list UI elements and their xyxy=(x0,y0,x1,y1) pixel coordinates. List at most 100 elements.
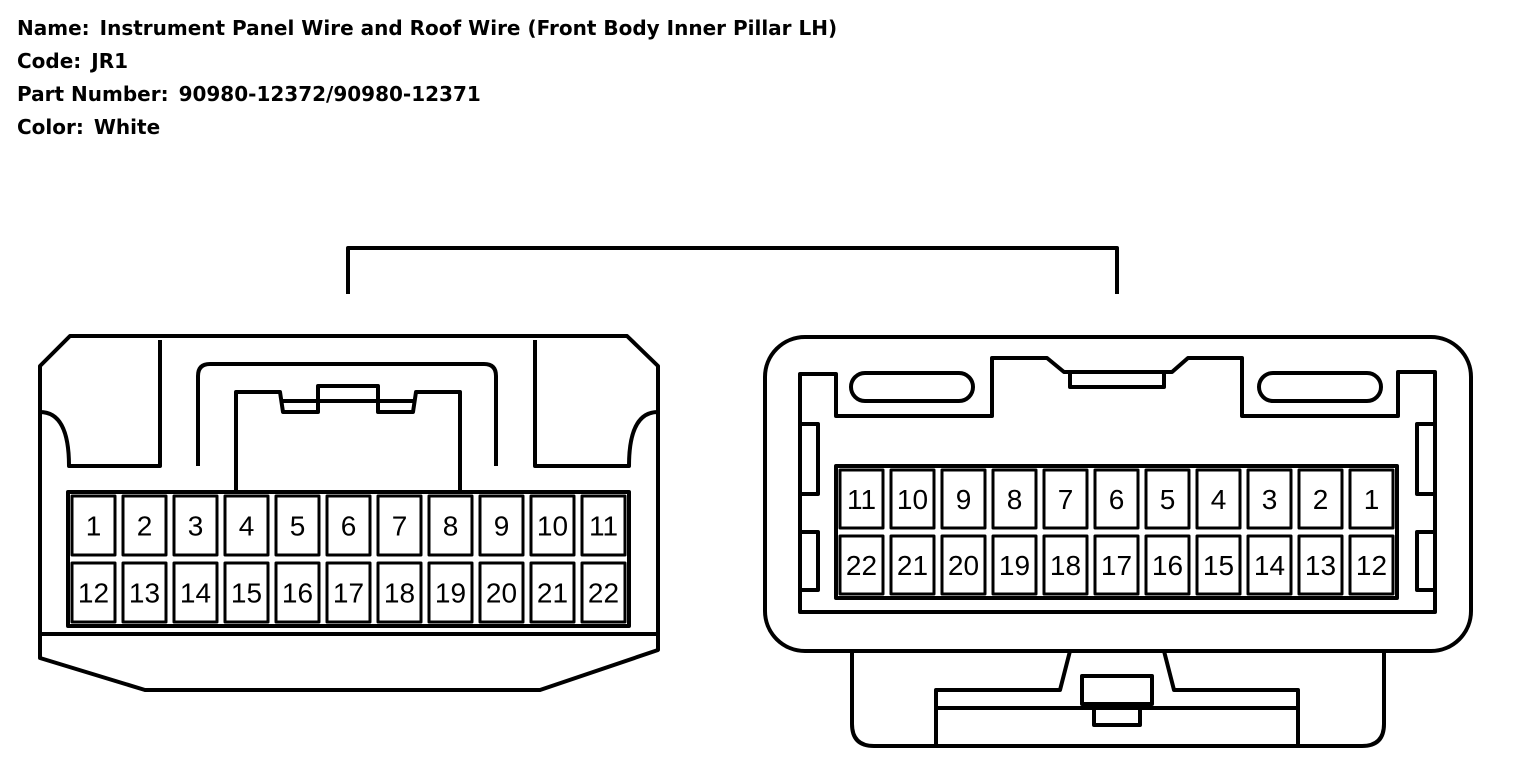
code-line: Code: JR1 xyxy=(17,45,837,78)
pin-number: 19 xyxy=(435,578,466,609)
pin-number: 18 xyxy=(1050,550,1081,581)
pin-number: 8 xyxy=(443,511,459,542)
pin-cell xyxy=(121,561,168,624)
pin-number: 20 xyxy=(486,578,517,609)
pin-number: 3 xyxy=(188,511,204,542)
pin-number: 6 xyxy=(1109,484,1125,515)
right-connector-housing-skirt xyxy=(850,651,1386,748)
right-connector-lock-tab xyxy=(1080,674,1154,706)
right-connector-lock-frame xyxy=(934,650,1300,746)
pin-number: 4 xyxy=(239,511,255,542)
name-value: Instrument Panel Wire and Roof Wire (Fro… xyxy=(99,16,838,40)
pin-cell xyxy=(1246,534,1293,596)
pin-cell xyxy=(991,534,1038,596)
pin-cell xyxy=(1297,534,1344,596)
pin-cell xyxy=(1297,468,1344,530)
pin-number: 9 xyxy=(956,484,972,515)
pin-cell xyxy=(529,561,576,624)
pin-number: 16 xyxy=(1152,550,1183,581)
pin-cell xyxy=(1093,534,1140,596)
part-number-line: Part Number:90980-12372/90980-12371 xyxy=(17,78,837,111)
pin-cell xyxy=(580,561,627,624)
pin-cell xyxy=(1246,468,1293,530)
pin-number: 11 xyxy=(589,511,618,542)
pin-cell xyxy=(223,561,270,624)
pin-cell xyxy=(940,468,987,530)
pin-number: 5 xyxy=(290,511,306,542)
pin-number: 3 xyxy=(1262,484,1278,515)
pin-number: 10 xyxy=(537,511,568,542)
pin-number: 12 xyxy=(1356,550,1387,581)
right-connector-guide-right-top xyxy=(1415,422,1437,496)
right-connector-slot-left xyxy=(849,371,975,403)
pin-number: 2 xyxy=(137,511,153,542)
pin-cell xyxy=(223,494,270,557)
pin-number: 2 xyxy=(1313,484,1329,515)
pin-cell xyxy=(838,468,885,530)
pin-number: 15 xyxy=(231,578,262,609)
code-label: Code: xyxy=(17,49,82,73)
pin-cell xyxy=(274,494,321,557)
pin-cell xyxy=(1144,534,1191,596)
pin-number: 20 xyxy=(948,550,979,581)
connector-info: Name: Instrument Panel Wire and Roof Wire… xyxy=(17,12,837,144)
right-connector-body xyxy=(763,335,1473,653)
right-connector-guide-right-bottom xyxy=(1415,530,1437,592)
pin-cell xyxy=(1144,468,1191,530)
pin-number: 21 xyxy=(537,578,568,609)
color-label: Color: xyxy=(17,115,84,139)
pin-cell xyxy=(991,468,1038,530)
pin-number: 1 xyxy=(1364,484,1380,515)
right-connector-guide-left-bottom xyxy=(798,530,820,592)
pin-cell xyxy=(940,534,987,596)
pin-cell xyxy=(889,468,936,530)
pin-cell xyxy=(478,561,525,624)
color-line: Color:White xyxy=(17,111,837,144)
pin-cell xyxy=(172,561,219,624)
pin-number: 22 xyxy=(588,578,619,609)
right-connector-latch xyxy=(1068,372,1166,389)
part-number-label: Part Number: xyxy=(17,82,169,106)
pin-cell xyxy=(121,494,168,557)
pin-cell xyxy=(1042,534,1089,596)
pin-number: 7 xyxy=(392,511,408,542)
name-line: Name: Instrument Panel Wire and Roof Wire… xyxy=(17,12,837,45)
pin-number: 8 xyxy=(1007,484,1023,515)
right-connector-slot-right xyxy=(1257,371,1383,403)
pin-cell xyxy=(580,494,627,557)
pin-number: 18 xyxy=(384,578,415,609)
pin-number: 13 xyxy=(1305,550,1336,581)
pin-cell xyxy=(427,561,474,624)
pin-number: 10 xyxy=(897,484,928,515)
pin-number: 5 xyxy=(1160,484,1176,515)
pin-cell xyxy=(1348,534,1395,596)
pin-cell xyxy=(1042,468,1089,530)
pin-number: 14 xyxy=(180,578,211,609)
pin-number: 13 xyxy=(129,578,160,609)
pin-cell xyxy=(325,561,372,624)
pin-number: 1 xyxy=(86,511,102,542)
pin-number: 22 xyxy=(846,550,877,581)
left-connector-pin-grid xyxy=(66,490,631,628)
pin-cell xyxy=(1093,468,1140,530)
right-connector-guide-left-top xyxy=(798,422,820,496)
pin-cell xyxy=(529,494,576,557)
pin-cell xyxy=(1348,468,1395,530)
pin-number: 21 xyxy=(897,550,928,581)
pin-number: 12 xyxy=(78,578,109,609)
pin-cell xyxy=(376,561,423,624)
left-connector-lock-arch xyxy=(196,362,498,466)
code-value: JR1 xyxy=(91,49,129,73)
name-label: Name: xyxy=(17,16,90,40)
pin-number: 17 xyxy=(333,578,364,609)
right-connector-lock-tab-lower xyxy=(1092,702,1142,727)
left-connector-side-notch-left xyxy=(39,340,162,468)
pin-cell xyxy=(1195,534,1242,596)
pin-cell xyxy=(376,494,423,557)
pin-cell xyxy=(1195,468,1242,530)
left-connector-body xyxy=(38,334,660,692)
left-connector-lock-inner xyxy=(234,384,462,492)
pin-number: 6 xyxy=(341,511,357,542)
